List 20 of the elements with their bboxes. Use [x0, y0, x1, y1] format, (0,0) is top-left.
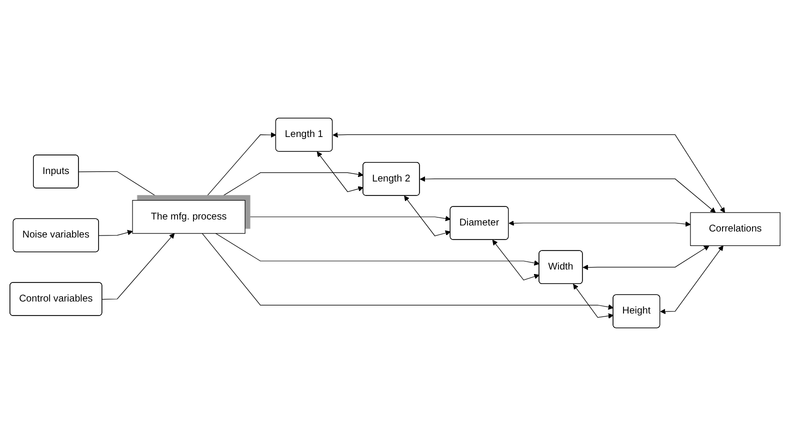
arrow: [316, 152, 364, 192]
arrow: [508, 220, 691, 227]
arrow: [582, 245, 710, 270]
arrow: [98, 230, 133, 236]
flowchart-drawing: Inputs Noise variables The mfg. process Control variables Length 1 Length 2 Diameter Width Height Correlations: [5, 3, 785, 443]
arrow: [573, 284, 614, 319]
arrow: [102, 233, 175, 300]
node-box: [690, 212, 780, 246]
arrow: [332, 132, 725, 213]
arrow: [215, 172, 364, 201]
arrow: [420, 176, 716, 213]
arrow: [215, 233, 540, 266]
arrow: [660, 245, 724, 314]
arrow: [78, 171, 163, 201]
arrow: [244, 216, 451, 222]
node-box: [132, 200, 246, 234]
arrow: [404, 196, 451, 236]
arrow: [492, 240, 540, 280]
arrow: [202, 233, 614, 310]
arrow: [202, 132, 276, 201]
